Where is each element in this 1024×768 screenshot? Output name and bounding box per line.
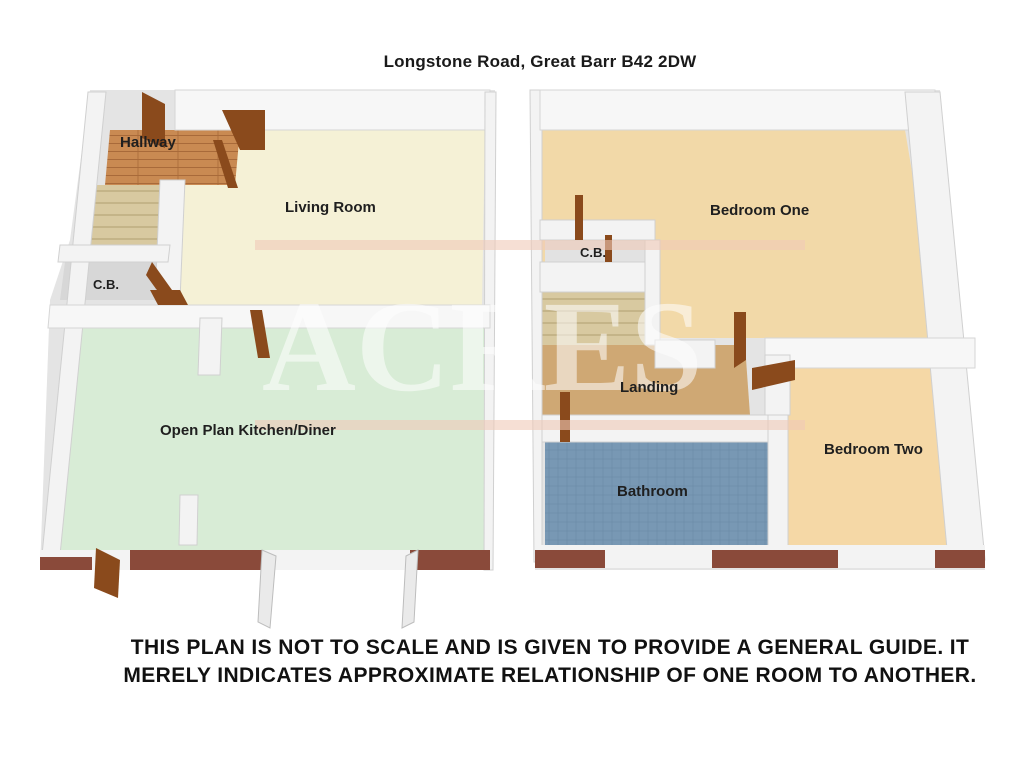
kitchen-inner-door — [250, 310, 270, 358]
label-landing: Landing — [620, 379, 678, 396]
first-front-brick — [535, 550, 605, 568]
bathroom-right-wall — [767, 414, 789, 549]
living-room-floor — [175, 130, 485, 305]
label-bedroom-two: Bedroom Two — [824, 441, 923, 458]
label-living-room: Living Room — [285, 199, 376, 216]
ground-right-wall — [483, 91, 497, 571]
watermark-band — [255, 240, 805, 430]
ground-floor — [40, 89, 497, 629]
hall-door — [222, 110, 265, 150]
ground-middle-wall — [47, 304, 491, 329]
ground-stairs — [80, 185, 165, 245]
label-bathroom: Bathroom — [617, 483, 688, 500]
bathroom-floor — [545, 442, 768, 548]
bedroom-one-door — [575, 195, 583, 240]
kitchen-diner-floor — [55, 328, 487, 550]
plan-title: Longstone Road, Great Barr B42 2DW — [383, 52, 697, 71]
kitchen-partition — [178, 494, 199, 546]
ground-cb-wall — [57, 244, 171, 263]
hallway-floor — [105, 130, 240, 185]
ground-front-brick-face — [130, 550, 262, 570]
label-kitchen-diner: Open Plan Kitchen/Diner — [160, 422, 336, 439]
living-door — [213, 140, 238, 188]
first-top-wall — [539, 89, 936, 131]
ground-front-brick-face — [410, 550, 490, 570]
first-middle-wall — [764, 337, 976, 369]
ground-front-brick-face — [40, 557, 92, 570]
patio-door-right — [401, 549, 419, 629]
kitchen-stub-wall — [197, 317, 223, 376]
side-door — [94, 548, 120, 598]
bedroom-two-door — [752, 360, 795, 390]
bedroom-one-door-2 — [734, 312, 746, 368]
first-stairs — [542, 292, 645, 345]
first-front-brick — [712, 550, 838, 568]
first-front-brick — [935, 550, 985, 568]
label-bedroom-one: Bedroom One — [710, 202, 809, 219]
label-hallway: Hallway — [120, 134, 177, 151]
disclaimer-text: THIS PLAN IS NOT TO SCALE AND IS GIVEN T… — [123, 636, 977, 687]
cb-wall-top — [539, 219, 656, 241]
label-cb-first: C.B. — [580, 245, 606, 260]
watermark-text: ACRES — [262, 275, 703, 419]
first-floor — [529, 89, 986, 570]
front-door — [142, 92, 165, 148]
kitchen-door — [150, 290, 188, 305]
bedroom-two-floor — [785, 368, 972, 545]
patio-door-left — [257, 549, 277, 629]
label-cb-ground: C.B. — [93, 277, 119, 292]
landing-top-wall — [654, 339, 716, 369]
